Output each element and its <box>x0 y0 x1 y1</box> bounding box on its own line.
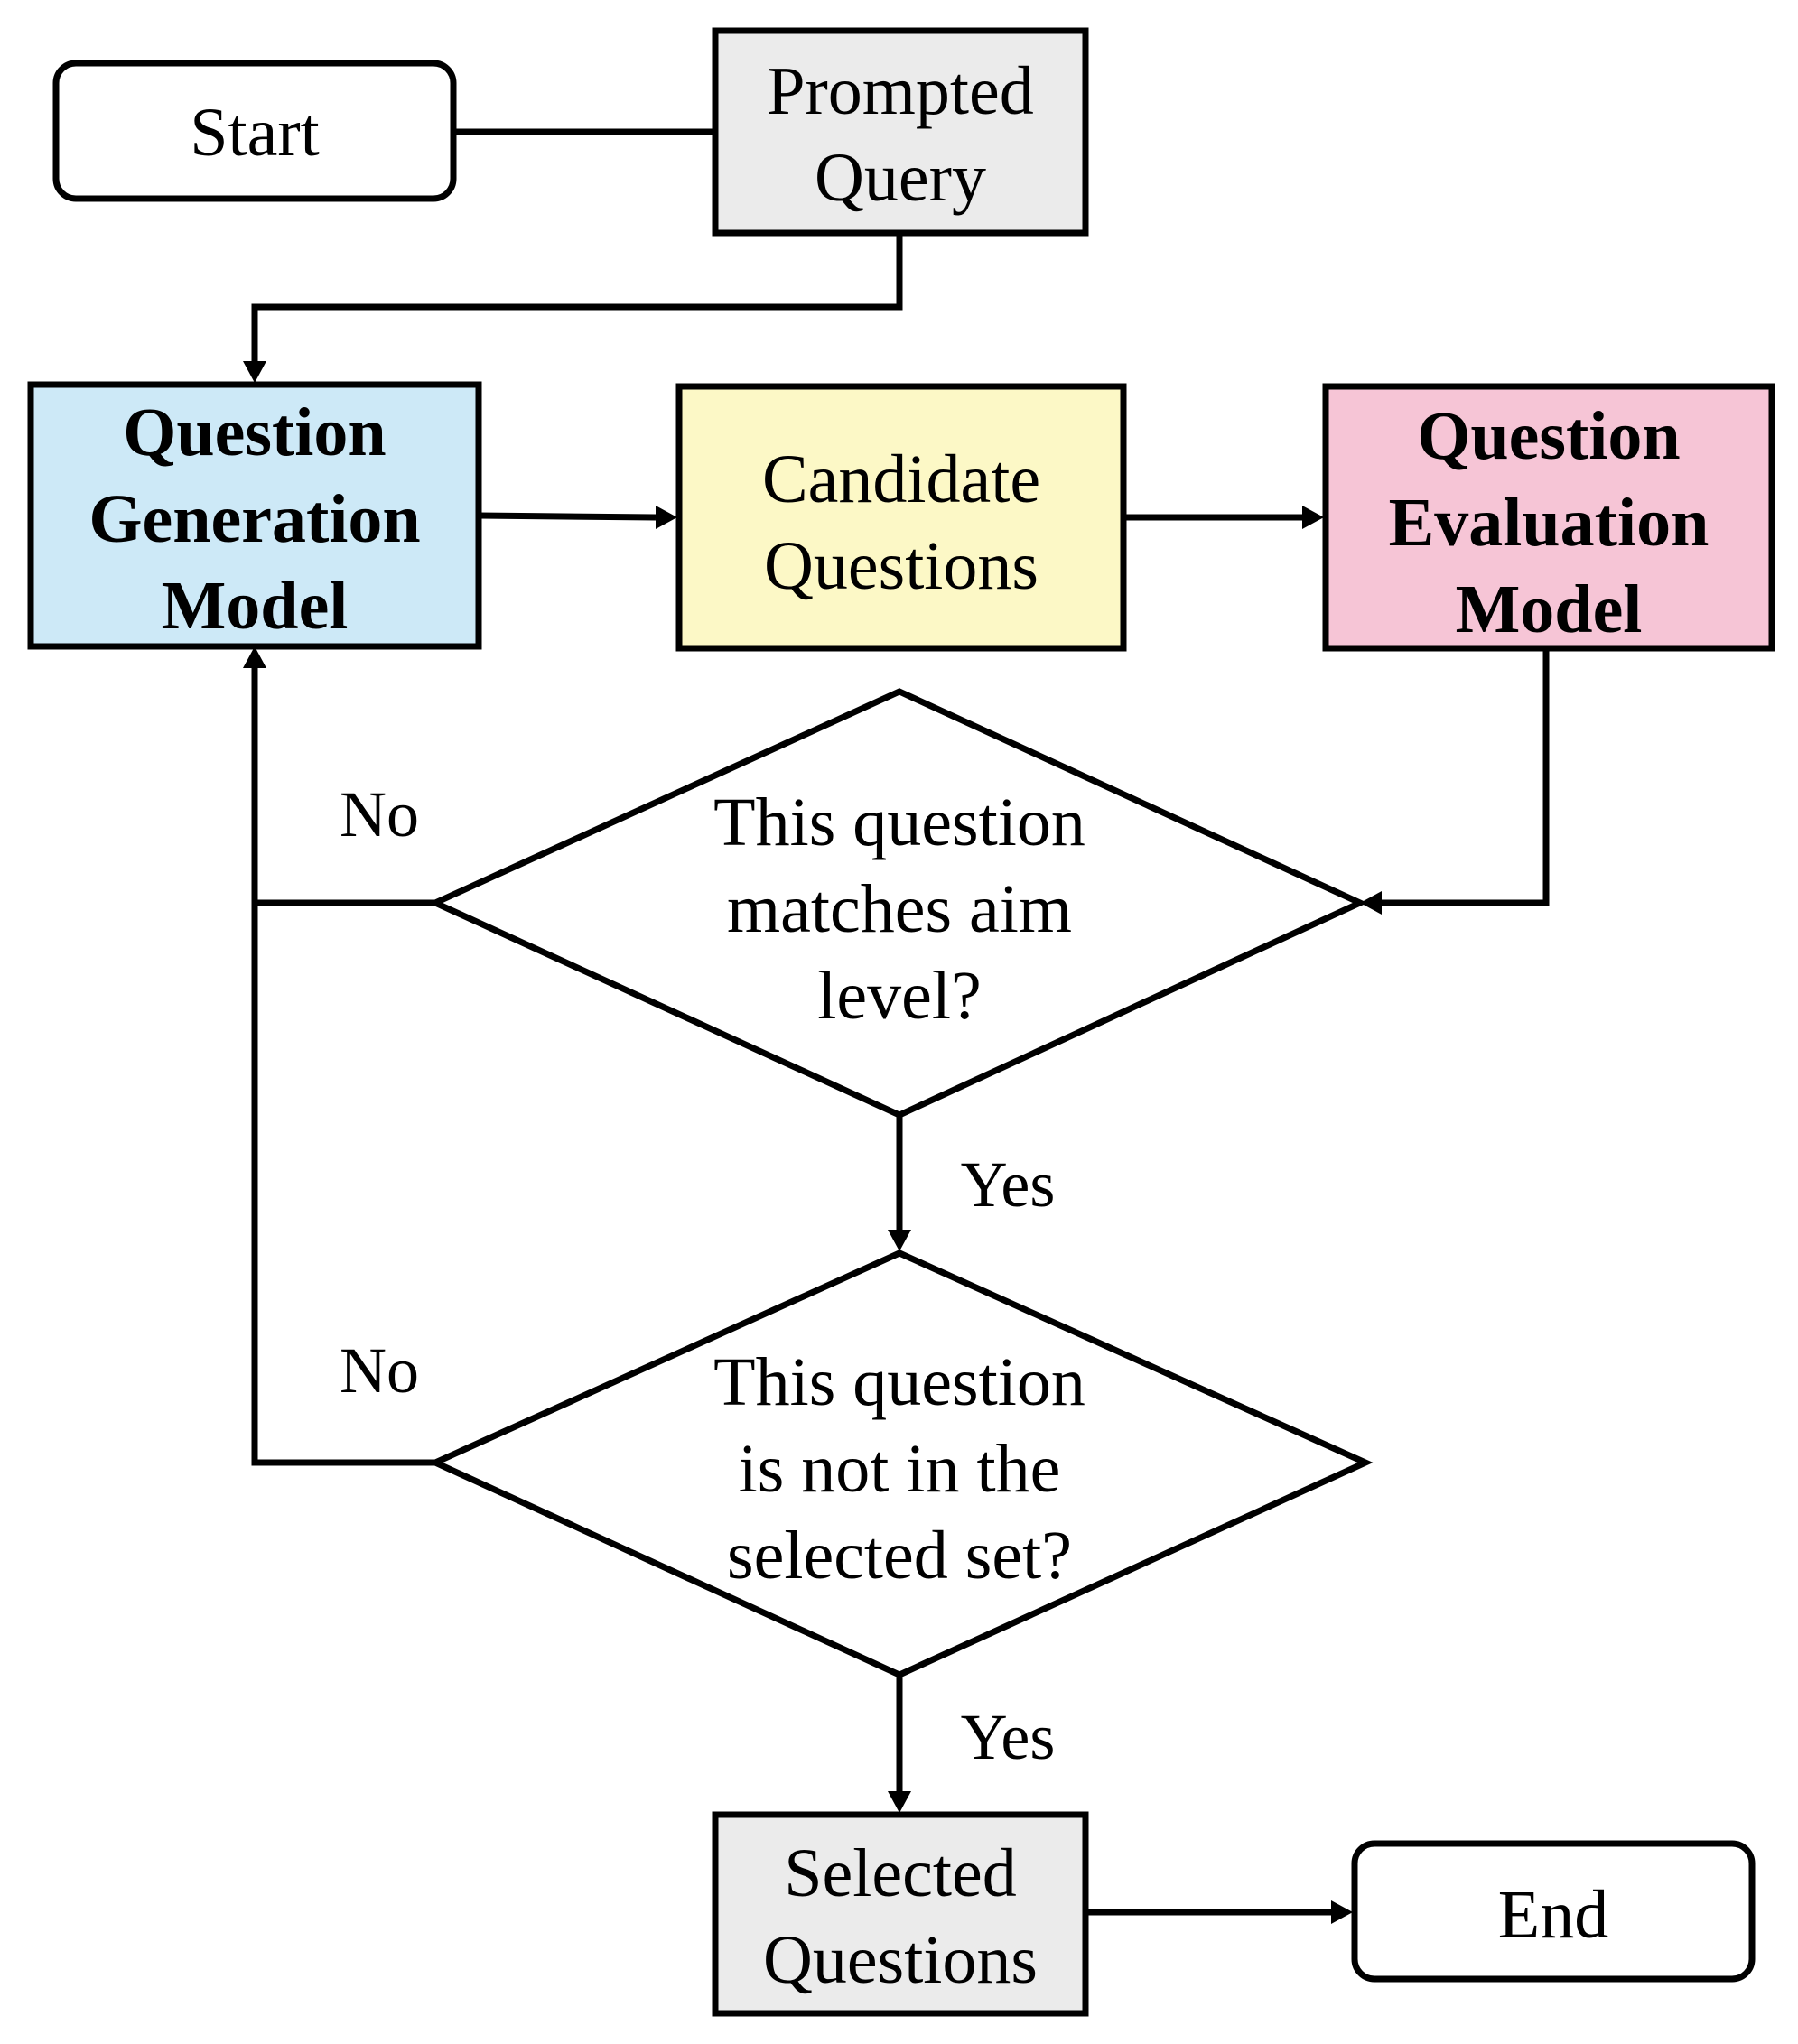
selected-set-decision-node: This question is not in the selected set… <box>427 1250 1374 1678</box>
prompted-query-node: Prompted Query <box>712 27 1089 237</box>
arrowhead-evaluation-to-aim-decision <box>1360 891 1382 915</box>
candidate-questions-line-1: Candidate <box>762 441 1040 517</box>
candidate-questions-box <box>675 383 1127 652</box>
arrowhead-generation-to-candidate <box>656 506 677 529</box>
question-evaluation-model-line-3: Model <box>1456 571 1643 647</box>
question-generation-model-line-3: Model <box>162 568 349 644</box>
selected-set-decision-line-2: is not in the <box>739 1431 1061 1507</box>
end-node: End <box>1351 1840 1756 1983</box>
arrowhead-prompted-query-to-generation-model <box>243 361 266 383</box>
selected-set-decision-line-3: selected set? <box>727 1518 1072 1593</box>
prompted-query-box <box>712 27 1089 237</box>
aim-level-decision-line-3: level? <box>817 958 981 1034</box>
question-evaluation-model-box <box>1322 383 1775 652</box>
question-generation-model-node: Question Generation Model <box>27 381 482 650</box>
edge-prompted-query-to-generation-model <box>251 233 903 361</box>
question-evaluation-model-line-1: Question <box>1417 398 1680 474</box>
arrowhead-aim-no-to-generation <box>243 646 266 668</box>
edges <box>243 120 1550 1924</box>
selected-questions-line-2: Questions <box>763 1922 1038 1998</box>
start-node: Start <box>52 60 457 202</box>
question-evaluation-model-node: Question Evaluation Model <box>1322 383 1775 652</box>
aim-level-decision-diamond <box>427 688 1368 1119</box>
selected-questions-box <box>712 1811 1089 2017</box>
set-yes-label: Yes <box>961 1701 1056 1773</box>
selected-set-decision-diamond <box>427 1250 1374 1678</box>
prompted-query-line-2: Query <box>815 140 986 216</box>
aim-level-decision-line-2: matches aim <box>727 871 1072 947</box>
candidate-questions-node: Candidate Questions <box>675 383 1127 652</box>
question-evaluation-model-line-2: Evaluation <box>1389 485 1709 561</box>
edge-evaluation-to-aim-decision <box>1382 648 1550 906</box>
question-generation-model-line-1: Question <box>123 395 386 470</box>
arrowhead-set-yes-to-selected <box>888 1791 911 1813</box>
aim-level-decision-node: This question matches aim level? <box>427 688 1368 1119</box>
arrowhead-selected-to-end <box>1331 1900 1353 1924</box>
start-label: Start <box>190 95 320 171</box>
aim-no-label: No <box>340 778 419 850</box>
set-no-label: No <box>340 1334 419 1407</box>
arrowhead-aim-yes-to-set-decision <box>888 1230 911 1251</box>
aim-yes-label: Yes <box>961 1148 1056 1221</box>
end-label: End <box>1498 1877 1608 1953</box>
question-generation-model-box <box>27 381 482 650</box>
selected-set-decision-line-1: This question <box>713 1344 1085 1420</box>
prompted-query-line-1: Prompted <box>767 53 1034 129</box>
edge-generation-to-candidate <box>478 512 657 521</box>
selected-questions-node: Selected Questions <box>712 1811 1089 2017</box>
aim-level-decision-line-1: This question <box>713 785 1085 860</box>
selected-questions-line-1: Selected <box>784 1835 1016 1911</box>
candidate-questions-line-2: Questions <box>764 528 1039 604</box>
question-generation-model-line-2: Generation <box>89 481 420 557</box>
arrowhead-candidate-to-evaluation <box>1302 506 1324 529</box>
edge-set-no-to-generation <box>251 903 435 1466</box>
